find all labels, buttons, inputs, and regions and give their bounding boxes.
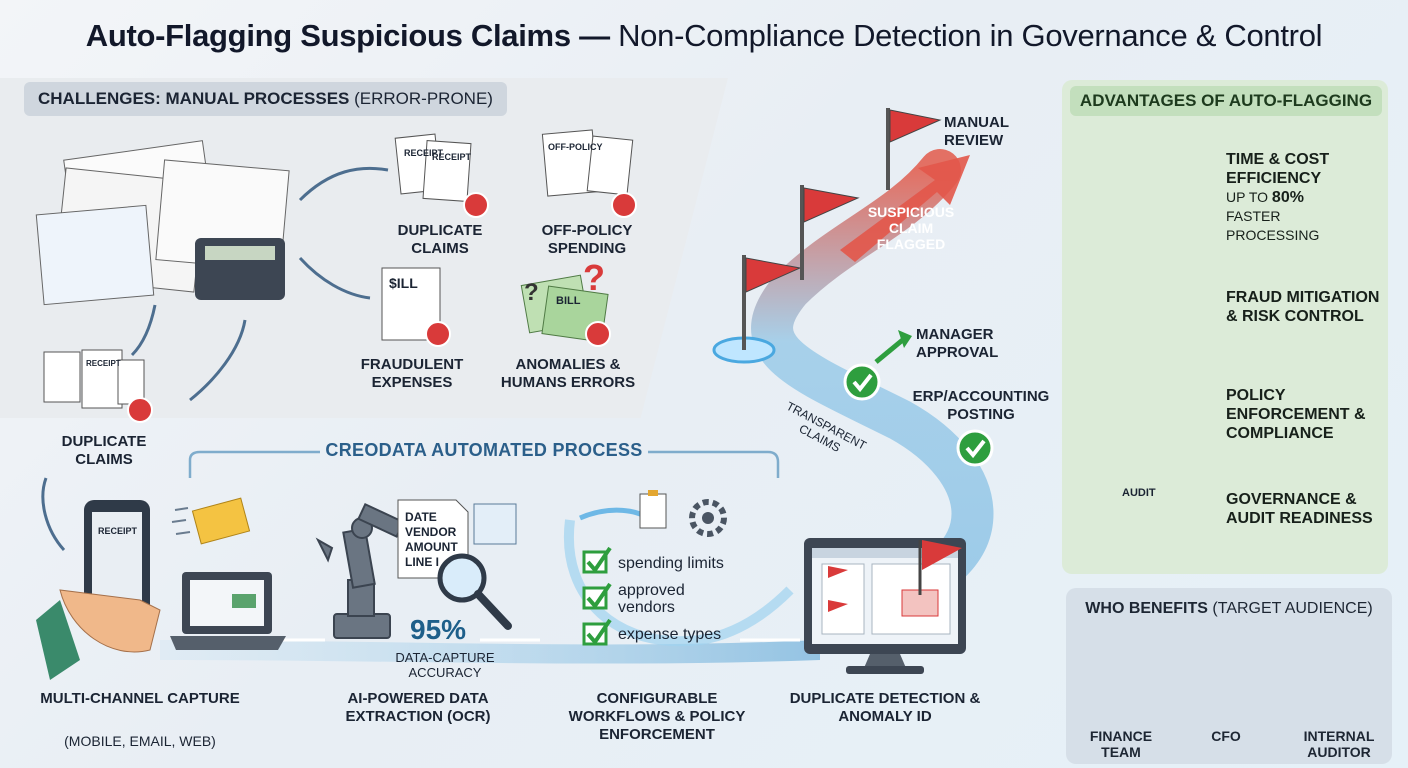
process-band (160, 640, 820, 664)
advantage-fraud: FRAUD MITIGATION & RISK CONTROL (1226, 289, 1380, 325)
off-policy-doc-label: OFF-POLICY (548, 142, 603, 152)
advantage-time-cost-value: UP TO 80% (1226, 188, 1366, 207)
title-light: Non-Compliance Detection in Governance &… (609, 18, 1323, 53)
magnifier-icon (437, 553, 512, 630)
advantage-time-percent: 80% (1271, 189, 1304, 206)
bill-sign-label: $ILL (389, 275, 418, 291)
suspicious-flagged-label: SUSPICIOUS CLAIM FLAGGED (867, 204, 955, 252)
duplicate-claims-label: DUPLICATE CLAIMS (397, 222, 483, 257)
checklist-icon (639, 490, 667, 529)
page-title: Auto-Flagging Suspicious Claims — Non-Co… (0, 18, 1408, 54)
who-cfo: CFO (1211, 728, 1241, 744)
gear-icon (689, 499, 727, 537)
title-bold: Auto-Flagging Suspicious Claims — (85, 18, 610, 53)
receipt-icon (43, 129, 634, 409)
advantage-time-sub: FASTER PROCESSING (1226, 208, 1320, 243)
advantage-time-prefix: UP TO (1226, 189, 1272, 205)
challenges-header-bold: CHALLENGES: MANUAL PROCESSES (38, 89, 350, 108)
extraction-step-label: AI-POWERED DATA EXTRACTION (OCR) (345, 690, 491, 725)
challenges-header: CHALLENGES: MANUAL PROCESSES (ERROR-PRON… (24, 82, 507, 116)
who-internal-auditor: INTERNAL AUDITOR (1303, 728, 1375, 760)
manual-review-label: MANUAL REVIEW (944, 114, 1009, 149)
error-x-icon (127, 192, 637, 423)
flag-icon (828, 540, 962, 612)
process-title: CREODATA AUTOMATED PROCESS (325, 440, 643, 460)
document-pile-icon (35, 140, 290, 306)
laptop-icon (170, 572, 286, 650)
receipt-label: RECEIPT (432, 152, 472, 162)
process-bracket (188, 450, 780, 478)
workflow-swirl (563, 519, 794, 647)
advantage-time-cost: TIME & COST EFFICIENCY UP TO 80% FASTER … (1226, 150, 1366, 245)
ocr-field-date: DATE (405, 510, 437, 524)
advantage-time-cost-title: TIME & COST EFFICIENCY (1226, 151, 1330, 187)
advantages-panel (1062, 80, 1388, 574)
ocr-field-amount: AMOUNT (405, 540, 458, 554)
off-policy-spending-label: OFF-POLICY SPENDING (541, 222, 633, 257)
anomalies-errors-label: ANOMALIES & HUMANS ERRORS (500, 356, 636, 391)
check-expense-types: expense types (618, 626, 722, 643)
audit-badge-label: AUDIT (1122, 487, 1156, 499)
phone-icon (36, 500, 161, 680)
ocr-field-line: LINE I (405, 555, 440, 569)
accuracy-value: 95% (410, 614, 467, 645)
who-finance-team: FINANCE TEAM (1089, 728, 1153, 760)
email-icon (171, 497, 251, 545)
advantage-policy: POLICY ENFORCEMENT & COMPLIANCE (1226, 387, 1366, 442)
detection-step-label: DUPLICATE DETECTION & ANOMALY ID (789, 690, 981, 725)
bill-label: BILL (556, 295, 581, 307)
capture-step-label: MULTI-CHANNEL CAPTURE (40, 690, 240, 707)
workflows-step-label: CONFIGURABLE WORKFLOWS & POLICY ENFORCEM… (568, 690, 746, 743)
duplicate-claims-left-label: DUPLICATE CLAIMS (61, 433, 147, 468)
accuracy-label: DATA-CAPTURE ACCURACY (395, 650, 495, 680)
fraudulent-expenses-label: FRAUDULENT EXPENSES (360, 356, 464, 391)
green-check-icon (843, 330, 994, 467)
who-benefits-header: WHO BENEFITS (TARGET AUDIENCE) (1066, 600, 1392, 618)
challenges-header-light: (ERROR-PRONE) (349, 89, 493, 108)
manager-approval-label: MANAGER APPROVAL (916, 326, 999, 361)
erp-posting-label: ERP/ACCOUNTING POSTING (912, 388, 1050, 423)
question-mark-icon: ? (524, 279, 539, 306)
green-check-icon (582, 546, 612, 646)
flag-icon (742, 108, 942, 350)
who-header-light: (TARGET AUDIENCE) (1207, 600, 1373, 617)
who-header-bold: WHO BENEFITS (1085, 600, 1208, 617)
receipt-small-label: RECEIPT (86, 359, 121, 368)
receipt-label: RECEIPT (404, 148, 444, 158)
who-benefits-panel (1066, 588, 1392, 764)
phone-receipt-label: RECEIPT (98, 526, 138, 536)
advantage-governance: GOVERNANCE & AUDIT READINESS (1226, 491, 1373, 527)
suspicious-arrow (840, 155, 970, 262)
robot-arm-icon (315, 502, 405, 639)
ocr-field-vendor: VENDOR (405, 525, 457, 539)
question-mark-icon: ? (583, 257, 605, 298)
capture-step-sub: (MOBILE, EMAIL, WEB) (64, 733, 216, 749)
advantages-header: ADVANTAGES OF AUTO-FLAGGING (1070, 86, 1382, 116)
check-approved-vendors: approved vendors (618, 582, 685, 616)
check-spending-limits: spending limits (618, 555, 724, 572)
